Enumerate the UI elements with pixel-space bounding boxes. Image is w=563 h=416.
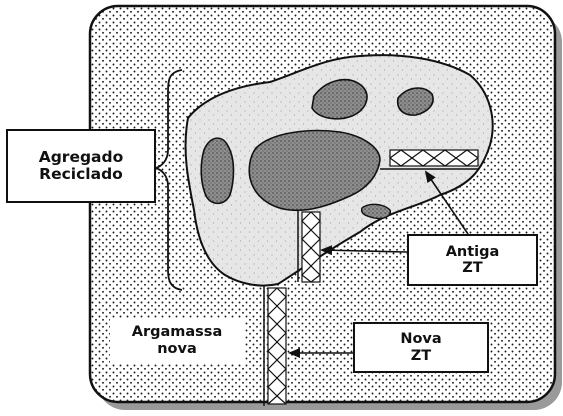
label-antiga-zt: Antiga ZT [407,234,538,286]
label-antiga-line1: Antiga [446,244,500,260]
stone-left [201,138,233,203]
label-nova-line2: ZT [400,348,441,364]
new-itz-vertical [268,288,286,404]
label-agregado-line1: Agregado [39,149,124,166]
label-nova-zt: Nova ZT [353,322,489,373]
label-nova-line1: Nova [400,331,441,347]
label-argamassa-line1: Argamassa [132,324,222,341]
label-argamassa-line2: nova [157,341,197,358]
old-itz-horizontal [390,150,478,166]
label-antiga-line2: ZT [446,260,500,276]
old-itz-vertical [302,212,320,282]
label-argamassa-nova: Argamassa nova [110,318,244,364]
label-agregado-reciclado: Agregado Reciclado [6,129,156,203]
label-agregado-line2: Reciclado [39,166,124,183]
